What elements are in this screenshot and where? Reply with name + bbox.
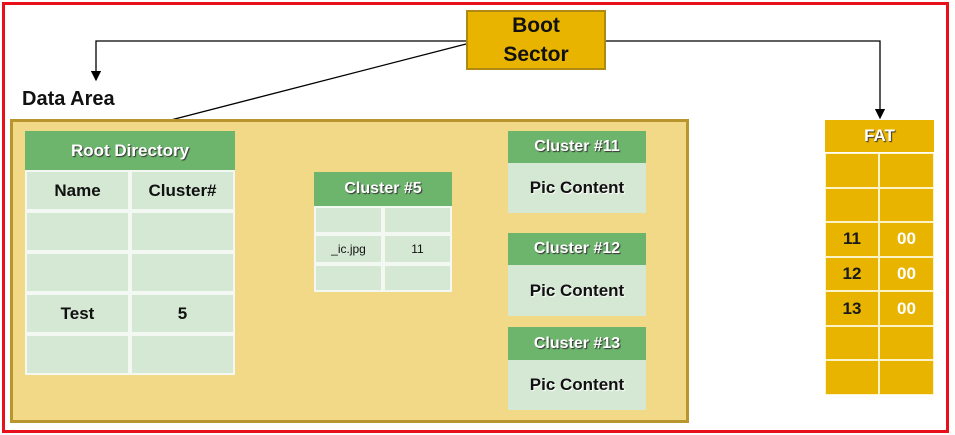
fat-cell [879, 187, 934, 223]
root-cell [130, 334, 235, 375]
cluster12-content: Pic Content [508, 265, 646, 316]
fat-title: FAT [825, 120, 934, 152]
cluster11-content: Pic Content [508, 163, 646, 213]
arrow-boot-to-root-directory [130, 43, 467, 133]
root-cell-test-cluster: 5 [130, 293, 235, 334]
cluster5-table: Cluster #5 _ic.jpg 11 [314, 172, 452, 292]
arrow-boot-to-fat [606, 40, 886, 120]
fat-cell [825, 187, 879, 223]
cluster5-cell [383, 206, 452, 234]
cluster12-title: Cluster #12 [508, 233, 646, 265]
fat-cell [879, 360, 934, 395]
fat-cell [879, 325, 934, 361]
fat-cell [879, 153, 934, 188]
fat-cell-13-next: 00 [879, 291, 934, 326]
root-header-name: Name [25, 170, 130, 211]
fat-cell-11-next: 00 [879, 222, 934, 257]
cluster13-content: Pic Content [508, 360, 646, 410]
cluster5-cell [314, 206, 383, 234]
fat-cell [825, 325, 879, 361]
fat-cell-12-next: 00 [879, 256, 934, 292]
fat-cell-13: 13 [825, 291, 879, 326]
fat-cell [825, 360, 879, 395]
cluster13-box: Cluster #13 Pic Content [508, 327, 646, 410]
fat-cell [825, 153, 879, 188]
boot-sector-box: Boot Sector [466, 10, 606, 70]
root-directory-table: Root Directory Name Cluster# Test 5 [25, 131, 235, 375]
root-cell [25, 211, 130, 252]
boot-sector-line1: Boot [512, 14, 560, 37]
arrow-boot-to-data-area [90, 40, 466, 82]
boot-sector-line2: Sector [503, 43, 569, 66]
cluster5-title: Cluster #5 [314, 172, 452, 206]
cluster5-cell [314, 264, 383, 292]
cluster11-box: Cluster #11 Pic Content [508, 131, 646, 213]
root-directory-title: Root Directory [25, 131, 235, 170]
fat-cell-12: 12 [825, 256, 879, 292]
cluster5-cell-filename: _ic.jpg [314, 234, 383, 264]
root-cell [25, 252, 130, 293]
cluster12-box: Cluster #12 Pic Content [508, 233, 646, 316]
data-area-label: Data Area [22, 88, 115, 110]
fat-table: 11 00 12 00 13 00 [825, 153, 934, 395]
root-header-cluster: Cluster# [130, 170, 235, 211]
fat-cell-11: 11 [825, 222, 879, 257]
root-cell [130, 252, 235, 293]
cluster5-cell-next-cluster: 11 [383, 234, 452, 264]
root-cell [25, 334, 130, 375]
root-cell-test-name: Test [25, 293, 130, 334]
cluster13-title: Cluster #13 [508, 327, 646, 360]
cluster11-title: Cluster #11 [508, 131, 646, 163]
cluster5-cell [383, 264, 452, 292]
root-cell [130, 211, 235, 252]
